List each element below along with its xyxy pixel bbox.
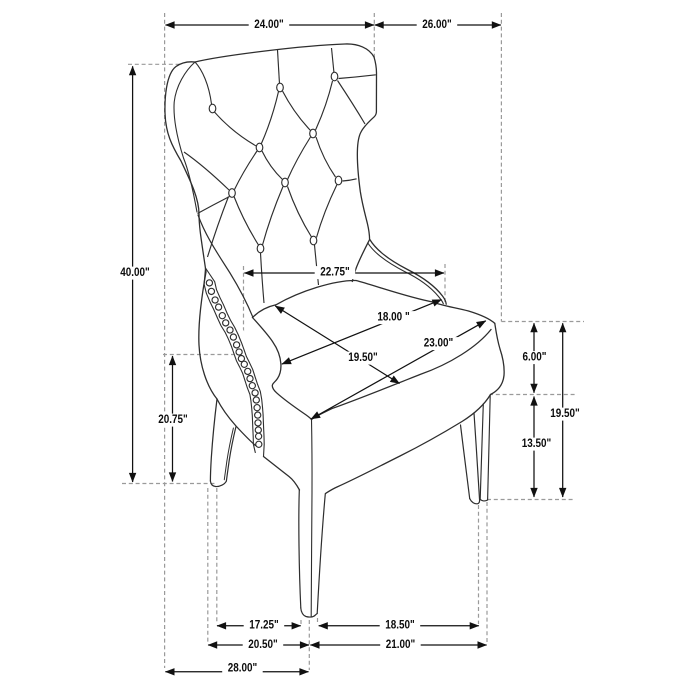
svg-text:22.75": 22.75" — [320, 265, 350, 279]
svg-text:13.50": 13.50" — [522, 436, 552, 450]
svg-text:23.00": 23.00" — [424, 336, 454, 350]
svg-text:26.00": 26.00" — [422, 17, 452, 31]
svg-text:20.75": 20.75" — [158, 412, 188, 426]
svg-text:20.50": 20.50" — [248, 637, 278, 651]
svg-text:19.50": 19.50" — [550, 406, 580, 420]
svg-text:18.50": 18.50" — [385, 618, 415, 632]
svg-text:17.25": 17.25" — [249, 618, 279, 632]
svg-text:28.00": 28.00" — [228, 661, 258, 675]
svg-text:24.00": 24.00" — [254, 17, 284, 31]
svg-text:21.00": 21.00" — [386, 637, 416, 651]
svg-text:18.00 ": 18.00 " — [377, 310, 409, 324]
svg-text:6.00": 6.00" — [523, 350, 547, 364]
svg-text:19.50": 19.50" — [348, 350, 378, 364]
svg-text:40.00": 40.00" — [120, 265, 150, 279]
